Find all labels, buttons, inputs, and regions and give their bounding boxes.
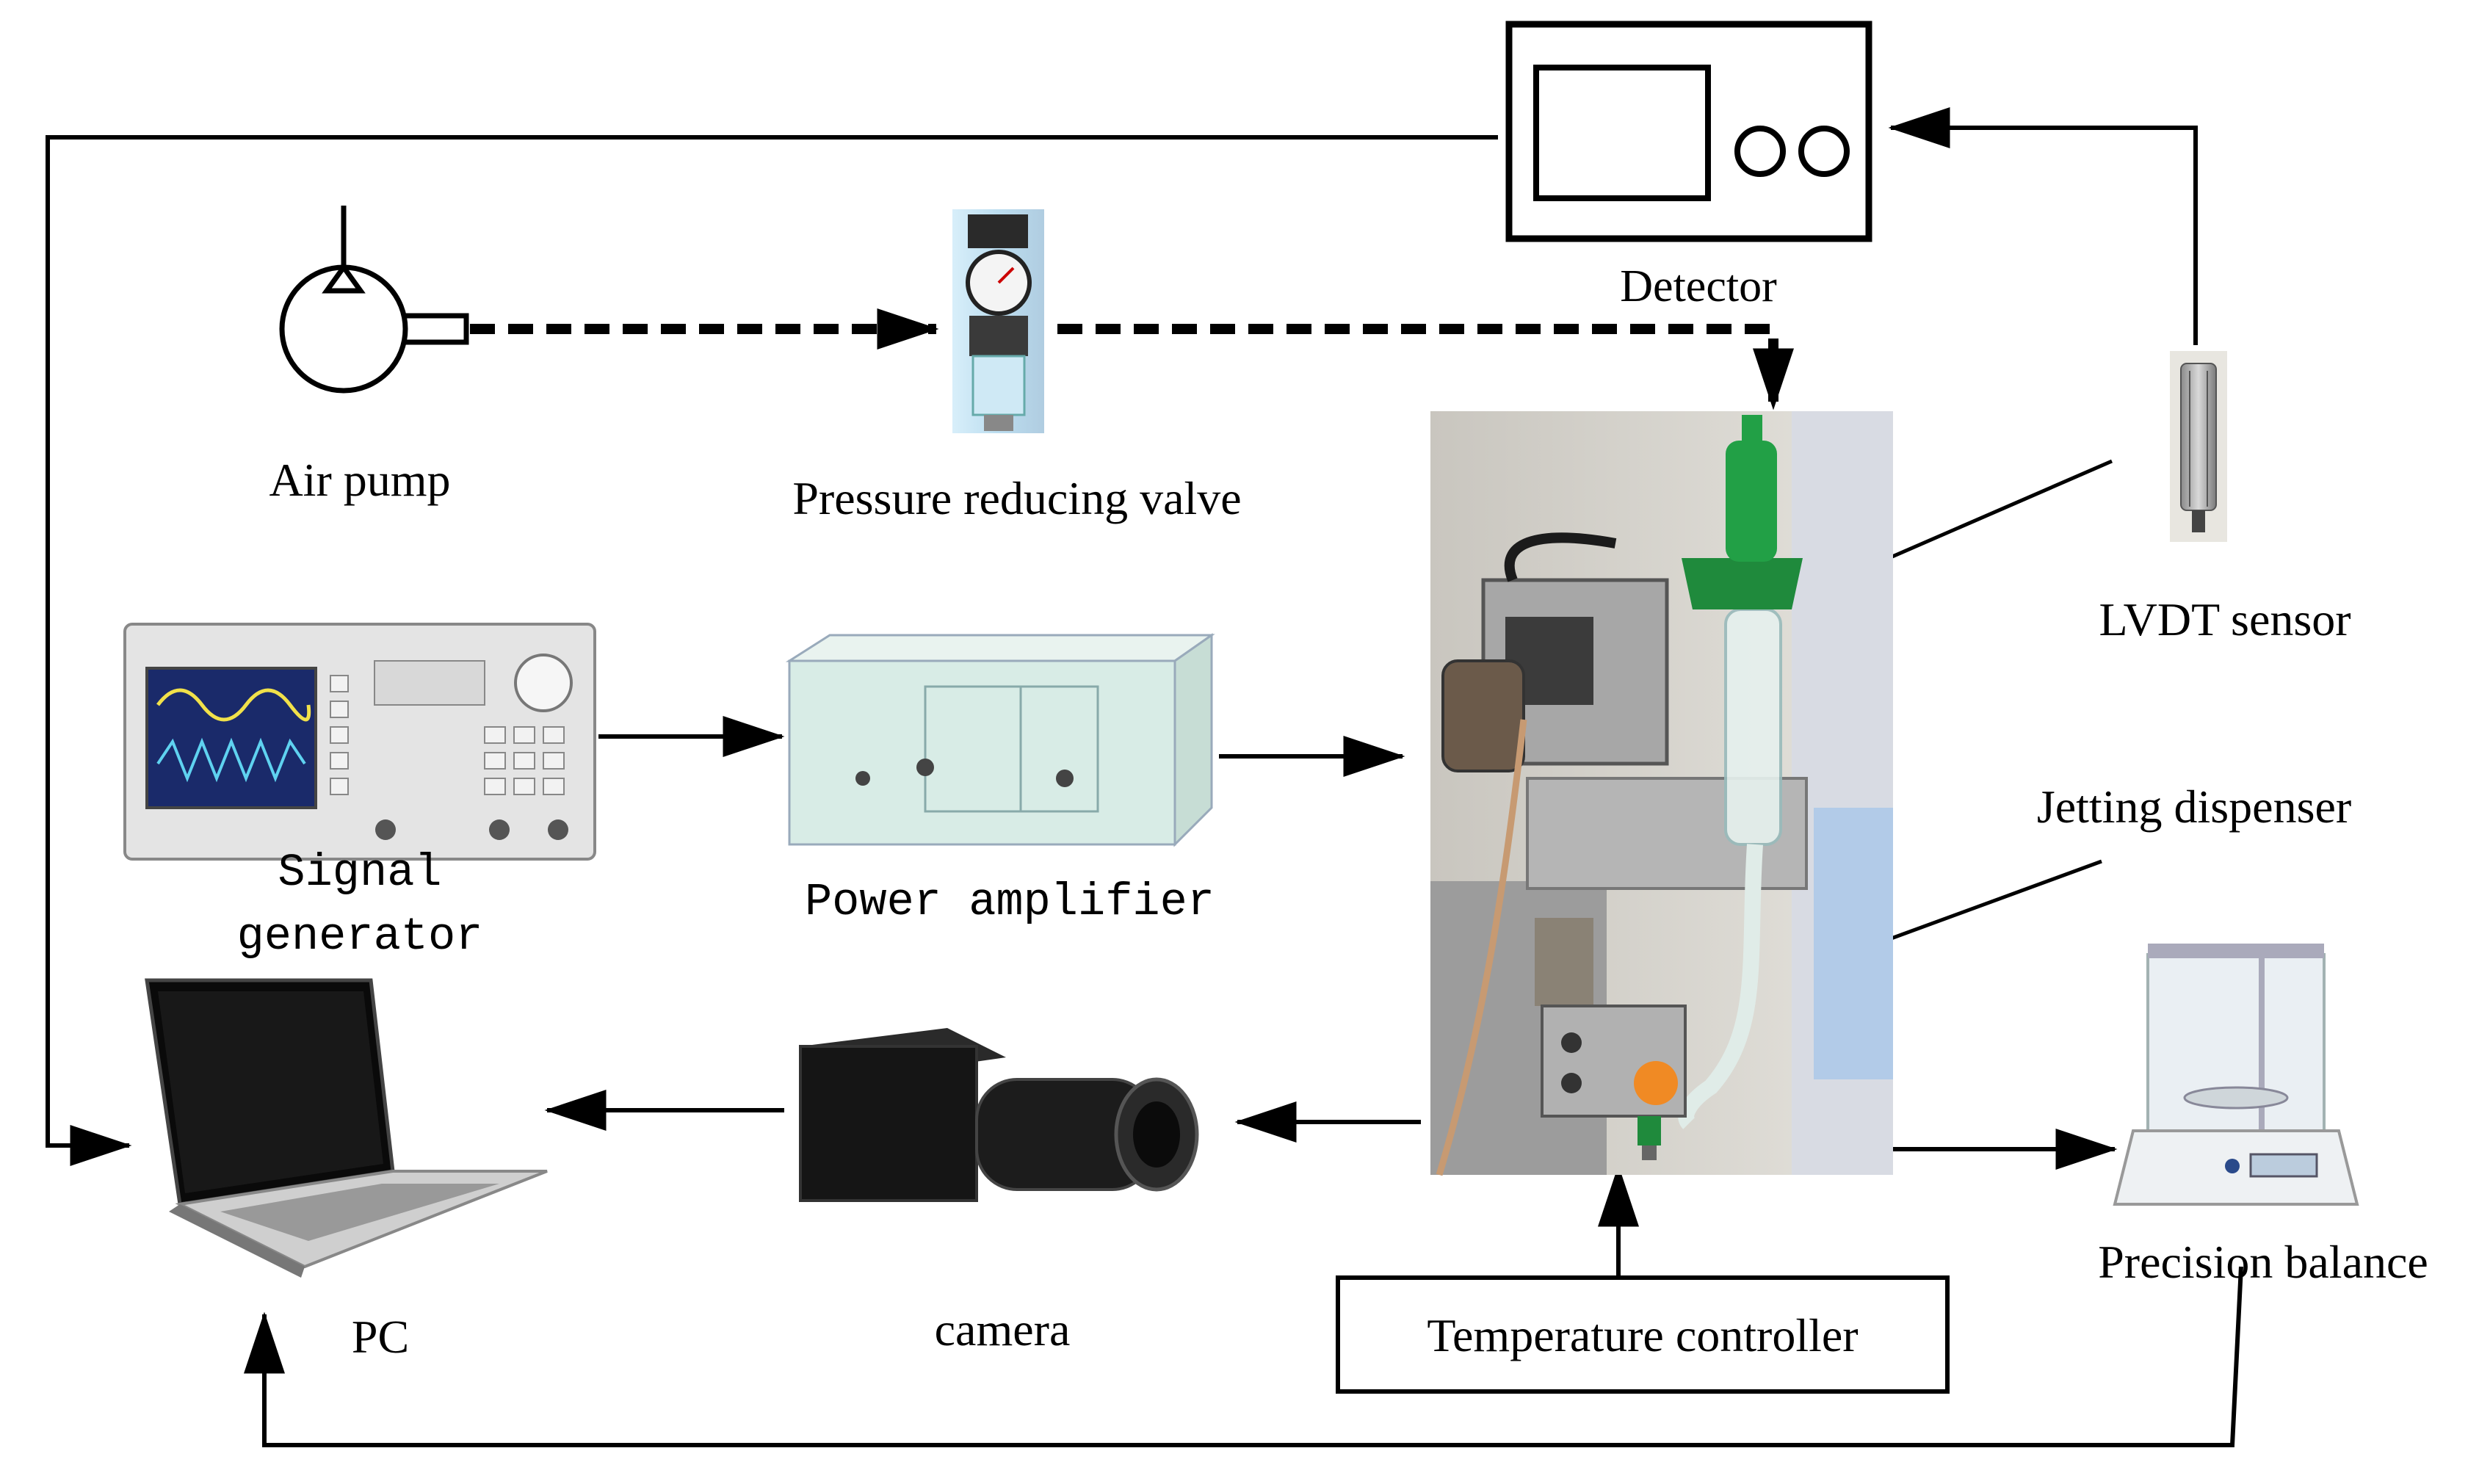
camera-lens: [975, 1077, 1199, 1192]
detector-screen: [1533, 65, 1711, 201]
pressure-reducing-valve: Pressure reducing valve: [792, 209, 1242, 524]
detector-knob-1: [1734, 126, 1786, 177]
camera: camera: [799, 1028, 1199, 1355]
balance-display: [2249, 1153, 2318, 1178]
valve-to-dispenser-airline: [1057, 324, 1794, 410]
pc-laptop: PC: [145, 978, 548, 1363]
generator-label-line1: Signal: [278, 847, 441, 899]
temperature-controller-label: Temperature controller: [1427, 1309, 1858, 1361]
signal-generator: Signal generator: [123, 623, 596, 963]
amplifier-label: Power amplifier: [805, 876, 1215, 928]
air-pump: Air pump: [269, 206, 469, 506]
detector-label: Detector: [1620, 261, 1777, 311]
generator-knob: [514, 654, 573, 712]
lvdt-body: [2180, 363, 2217, 511]
temperature-controller: Temperature controller: [1336, 1275, 1950, 1394]
balance-label: Precision balance: [2098, 1236, 2428, 1288]
air-pump-label: Air pump: [269, 454, 450, 506]
glue-syringe: [1724, 608, 1782, 846]
detector-to-pc-line: [46, 135, 1498, 1166]
lvdt-sensor: LVDT sensor: [2099, 351, 2351, 645]
camera-body: [799, 1045, 978, 1202]
dispenser-label: Jetting dispenser: [2037, 781, 2351, 833]
amplifier-front-panel: [788, 659, 1176, 846]
balance-to-pc-line: [244, 1266, 2243, 1447]
jetting-dispenser: Jetting dispenser: [1430, 411, 2351, 1176]
lvdt-label: LVDT sensor: [2099, 593, 2351, 645]
generator-label-line2: generator: [237, 911, 483, 963]
detector-knob-2: [1798, 126, 1850, 177]
precision-balance: Precision balance: [2098, 944, 2428, 1288]
camera-label: camera: [935, 1303, 1071, 1355]
valve-label: Pressure reducing valve: [792, 472, 1241, 524]
detector: Detector: [1505, 21, 1872, 311]
power-amplifier: Power amplifier: [785, 633, 1215, 928]
lvdt-to-detector-line: [1888, 107, 2198, 345]
temperature-controller-box: [1336, 1275, 1950, 1394]
pc-label: PC: [352, 1311, 409, 1363]
